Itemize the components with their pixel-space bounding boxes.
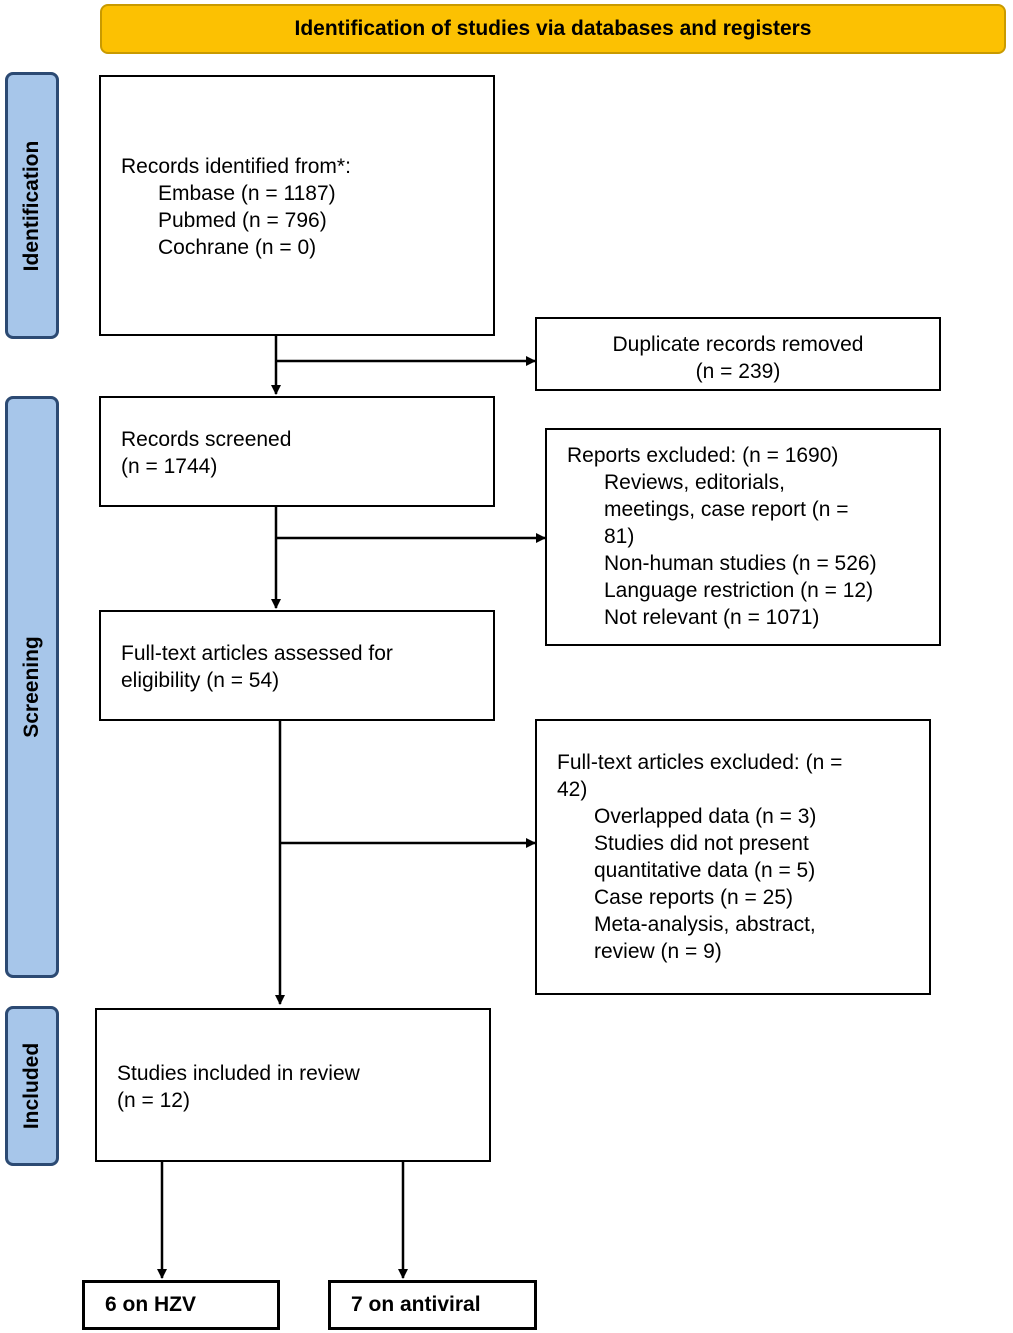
records-identified-title: Records identified from*:: [121, 155, 351, 178]
fulltext-excluded-item: review (n = 9): [594, 940, 722, 963]
fulltext-excluded-title: Full-text articles excluded: (n =: [557, 751, 843, 774]
fulltext-excluded-item: quantitative data (n = 5): [594, 859, 816, 882]
duplicates-removed-count: (n = 239): [695, 360, 781, 383]
fulltext-excluded-item: Case reports (n = 25): [594, 886, 794, 909]
stage-screening: Screening: [5, 396, 59, 978]
reports-excluded-title: Reports excluded: (n = 1690): [567, 444, 839, 467]
fulltext-excluded-item: Overlapped data (n = 3): [594, 805, 817, 828]
outcome-antiviral-label: 7 on antiviral: [351, 1293, 481, 1316]
outcome-antiviral-box: 7 on antiviral: [328, 1280, 537, 1330]
records-screened-count: (n = 1744): [121, 455, 218, 478]
studies-included-box: Studies included in review (n = 12): [95, 1008, 491, 1162]
reports-excluded-item: Reviews, editorials,: [604, 471, 785, 494]
stage-included: Included: [5, 1006, 59, 1166]
reports-excluded-box: Reports excluded: (n = 1690) Reviews, ed…: [545, 428, 941, 646]
records-screened-label: Records screened: [121, 428, 292, 451]
fulltext-excluded-box: Full-text articles excluded: (n = 42) Ov…: [535, 719, 931, 995]
reports-excluded-item: 81): [604, 525, 635, 548]
fulltext-assessed-box: Full-text articles assessed for eligibil…: [99, 610, 495, 721]
records-screened-box: Records screened (n = 1744): [99, 396, 495, 507]
source-embase: Embase (n = 1187): [158, 182, 336, 205]
source-pubmed: Pubmed (n = 796): [158, 209, 327, 232]
studies-included-label: Studies included in review: [117, 1062, 360, 1085]
header-banner: Identification of studies via databases …: [100, 4, 1006, 54]
studies-included-count: (n = 12): [117, 1089, 190, 1112]
stage-identification: Identification: [5, 72, 59, 339]
source-cochrane: Cochrane (n = 0): [158, 236, 317, 259]
reports-excluded-item: Language restriction (n = 12): [604, 579, 874, 602]
reports-excluded-item: Not relevant (n = 1071): [604, 606, 820, 629]
header-title: Identification of studies via databases …: [294, 17, 812, 40]
fulltext-assessed-label: Full-text articles assessed for: [121, 642, 393, 665]
outcome-hzv-box: 6 on HZV: [82, 1280, 280, 1330]
fulltext-excluded-item: Meta-analysis, abstract,: [594, 913, 816, 936]
fulltext-excluded-item: Studies did not present: [594, 832, 809, 855]
reports-excluded-item: meetings, case report (n =: [604, 498, 849, 521]
outcome-hzv-label: 6 on HZV: [105, 1293, 197, 1316]
records-identified-box: Records identified from*: Embase (n = 11…: [99, 75, 495, 336]
duplicates-removed-label: Duplicate records removed: [612, 333, 864, 356]
duplicates-removed-box: Duplicate records removed (n = 239): [535, 317, 941, 391]
fulltext-excluded-count: 42): [557, 778, 588, 801]
fulltext-assessed-count: eligibility (n = 54): [121, 669, 280, 692]
reports-excluded-item: Non-human studies (n = 526): [604, 552, 877, 575]
